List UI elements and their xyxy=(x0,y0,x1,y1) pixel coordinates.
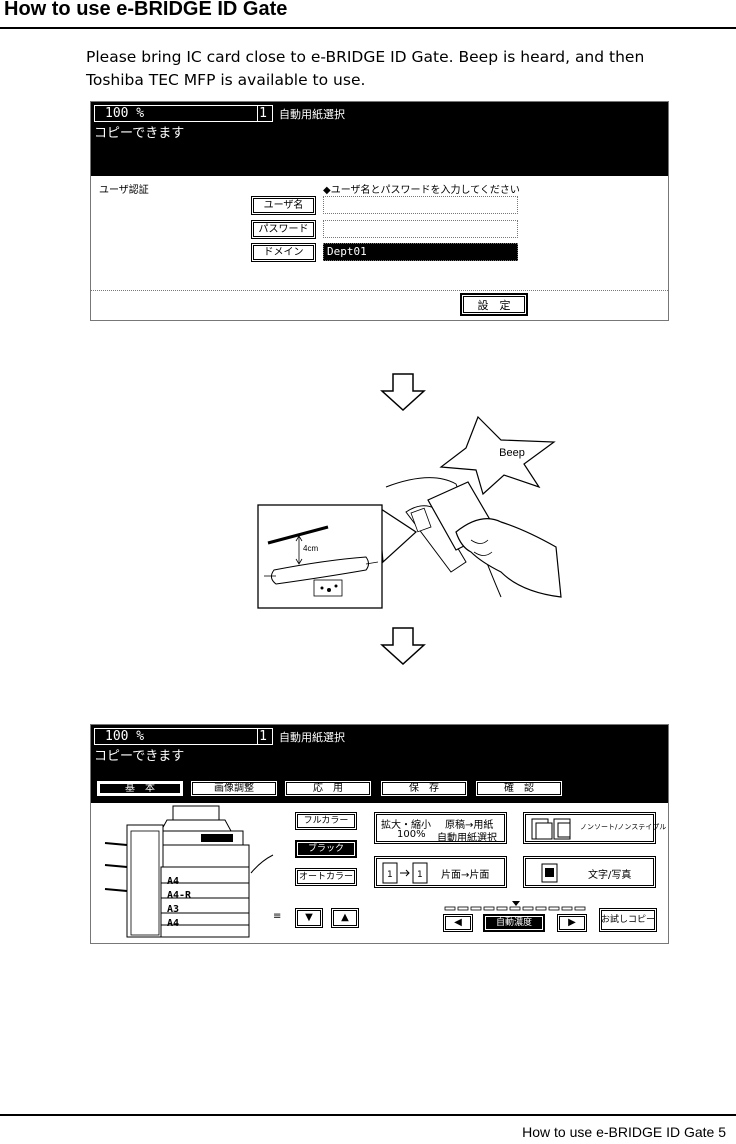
svg-text:1: 1 xyxy=(417,870,423,880)
text-photo-button[interactable]: 文字/写真 xyxy=(523,856,656,888)
status-area: 100 % 1 自動用紙選択 コピーできます 基 本 画像調整 応 用 保 存 … xyxy=(91,725,668,803)
scroll-down-button[interactable]: ▼ xyxy=(295,908,323,928)
beep-burst xyxy=(439,415,556,496)
sample-copy-button[interactable]: お試しコピー xyxy=(599,908,657,932)
nonsort-label: ノンソート/ノンステイプル xyxy=(580,823,667,831)
tab-edit[interactable]: 応 用 xyxy=(285,781,371,796)
copies-count: 1 xyxy=(259,729,267,744)
density-scale xyxy=(444,901,586,911)
auth-section-label: ユーザ認証 xyxy=(99,185,149,196)
list-icon: ≡ xyxy=(273,911,282,922)
divider xyxy=(91,290,668,291)
distance-label: 4cm xyxy=(303,544,318,553)
text-photo-label: 文字/写真 xyxy=(588,870,632,881)
black-button[interactable]: ブラック xyxy=(295,840,357,858)
zoom-copies-box: 100 % 1 xyxy=(94,105,273,122)
svg-text:1: 1 xyxy=(387,870,393,880)
sort-icon xyxy=(531,818,571,840)
tab-image-adjust[interactable]: 画像調整 xyxy=(191,781,277,796)
beep-label: Beep xyxy=(499,447,525,459)
zoom-value: 100 % xyxy=(105,106,145,121)
darker-button[interactable]: ▶ xyxy=(557,914,587,932)
page-title: How to use e-BRIDGE ID Gate xyxy=(4,0,288,20)
paper-mode: 自動用紙選択 xyxy=(279,108,345,121)
tab-save[interactable]: 保 存 xyxy=(381,781,467,796)
down-arrow-icon xyxy=(380,373,426,411)
ready-status: コピーできます xyxy=(94,126,185,141)
username-button[interactable]: ユーザ名 xyxy=(251,196,316,215)
footer-text: How to use e-BRIDGE ID Gate 5 xyxy=(522,1124,726,1140)
card-reader-illustration: Beep 4cm xyxy=(257,415,562,609)
zoom-paper-button[interactable]: 拡大・縮小 100% 原稿→用紙 自動用紙選択 xyxy=(374,812,507,844)
tray-3: A3 xyxy=(167,904,180,915)
password-button[interactable]: パスワード xyxy=(251,220,316,239)
hand xyxy=(455,518,562,598)
duplex-icon: 1 1 xyxy=(382,862,428,884)
copies-count: 1 xyxy=(259,106,267,121)
domain-button[interactable]: ドメイン xyxy=(251,243,316,262)
down-arrow-icon xyxy=(380,627,426,665)
password-field[interactable] xyxy=(323,220,518,238)
duplex-button[interactable]: 1 1 片面→片面 xyxy=(374,856,507,888)
username-field[interactable] xyxy=(323,196,518,214)
zoom-value: 100 % xyxy=(105,729,145,744)
auto-density-button[interactable]: 自動濃度 xyxy=(483,914,545,932)
original-paper-label: 原稿→用紙 xyxy=(445,820,494,831)
auto-paper-label: 自動用紙選択 xyxy=(437,833,497,844)
intro-text: Please bring IC card close to e-BRIDGE I… xyxy=(86,48,645,89)
copy-screen: 100 % 1 自動用紙選択 コピーできます 基 本 画像調整 応 用 保 存 … xyxy=(90,724,669,944)
page-header: How to use e-BRIDGE ID Gate xyxy=(0,0,736,29)
paper-mode: 自動用紙選択 xyxy=(279,731,345,744)
zoom-percent: 100% xyxy=(397,829,426,840)
domain-field[interactable]: Dept01 xyxy=(323,243,518,261)
page-footer: How to use e-BRIDGE ID Gate 5 xyxy=(0,1114,736,1140)
status-area: 100 % 1 自動用紙選択 コピーできます xyxy=(91,102,668,176)
zoom-copies-box: 100 % 1 xyxy=(94,728,273,745)
duplex-label: 片面→片面 xyxy=(441,870,490,881)
tray-2: A4-R xyxy=(167,890,192,901)
ready-status: コピーできます xyxy=(94,749,185,764)
full-color-button[interactable]: フルカラー xyxy=(295,812,357,830)
set-button[interactable]: 設 定 xyxy=(460,293,528,316)
document-icon xyxy=(541,863,558,883)
zoom-label: 拡大・縮小 xyxy=(381,820,431,831)
mfp-machine-icon xyxy=(104,805,274,938)
tab-basic[interactable]: 基 本 xyxy=(97,781,183,796)
login-screen: 100 % 1 自動用紙選択 コピーできます ユーザ認証 ◆ユーザ名とパスワード… xyxy=(90,101,669,321)
tray-1: A4 xyxy=(167,876,180,887)
lighter-button[interactable]: ◀ xyxy=(443,914,473,932)
scroll-up-button[interactable]: ▲ xyxy=(331,908,359,928)
tab-confirm[interactable]: 確 認 xyxy=(476,781,562,796)
auth-prompt: ◆ユーザ名とパスワードを入力してください xyxy=(323,185,520,196)
paper-trays: A4 A4-R A3 A4 xyxy=(167,875,191,931)
nonsort-button[interactable]: ノンソート/ノンステイプル xyxy=(523,812,666,844)
auto-color-button[interactable]: オートカラー xyxy=(295,868,357,886)
tray-4: A4 xyxy=(167,918,180,929)
